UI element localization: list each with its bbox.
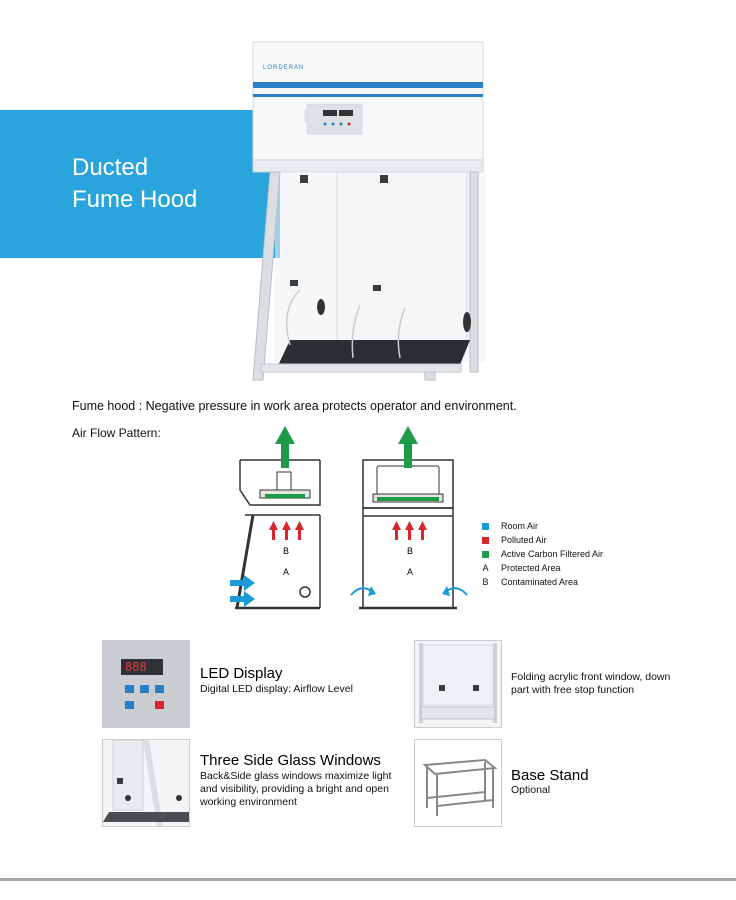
glass-windows-image xyxy=(102,739,190,827)
base-stand-title: Base Stand xyxy=(511,767,589,784)
hood-description: Fume hood : Negative pressure in work ar… xyxy=(72,399,517,413)
legend-item-room-air: Room Air xyxy=(482,521,538,531)
glass-desc-line-1: Back&Side glass windows maximize light xyxy=(200,770,392,782)
filtered-air-arrow xyxy=(398,426,418,468)
filtered-air-arrow xyxy=(275,426,295,468)
base-stand-desc: Optional xyxy=(511,784,551,796)
legend-key: B xyxy=(482,577,489,587)
title-line-1: Ducted xyxy=(72,154,149,181)
legend-label: Room Air xyxy=(501,521,539,531)
footer-divider xyxy=(0,878,736,881)
polluted-air-arrows xyxy=(269,521,304,540)
base-stand-image xyxy=(414,739,502,827)
room-air-arrows xyxy=(230,575,255,607)
folding-window-desc: Folding acrylic front window, down part … xyxy=(511,671,670,697)
page-title: Ducted Fume Hood xyxy=(72,152,197,216)
room-air-arrows xyxy=(350,586,468,596)
airflow-diagram-side: B A xyxy=(230,426,321,610)
zone-label-b: B xyxy=(283,546,289,556)
room-air-swatch xyxy=(482,522,489,530)
glass-windows-desc: Back&Side glass windows maximize light a… xyxy=(200,770,391,809)
led-panel-image: 888 xyxy=(102,640,190,728)
led-display-desc: Digital LED display: Airflow Level xyxy=(200,683,353,695)
legend-item-polluted-air: Polluted Air xyxy=(482,535,547,545)
legend-item-filtered-air: Active Carbon Filtered Air xyxy=(482,549,603,559)
polluted-air-arrows xyxy=(392,521,427,540)
folding-desc-line-2: part with free stop function xyxy=(511,684,635,696)
legend-item-protected-area: A Protected Area xyxy=(482,563,561,573)
title-banner xyxy=(0,110,280,258)
fume-hood-image: LORDERAN xyxy=(252,41,485,381)
legend-label: Protected Area xyxy=(501,563,561,573)
legend-key: A xyxy=(482,563,489,573)
title-line-2: Fume Hood xyxy=(72,186,198,213)
legend-label: Active Carbon Filtered Air xyxy=(501,549,604,559)
zone-label-b: B xyxy=(407,546,413,556)
zone-label-a: A xyxy=(283,567,289,577)
filtered-air-swatch xyxy=(482,550,489,558)
legend-label: Polluted Air xyxy=(501,535,547,545)
brand-logo: LORDERAN xyxy=(263,65,304,71)
polluted-air-swatch xyxy=(482,536,489,544)
glass-desc-line-3: working environment xyxy=(200,796,297,808)
folding-desc-line-1: Folding acrylic front window, down xyxy=(511,671,671,683)
glass-desc-line-2: and visibility, providing a bright and o… xyxy=(200,783,389,795)
led-display-title: LED Display xyxy=(200,665,283,682)
zone-label-a: A xyxy=(407,567,413,577)
airflow-pattern-label: Air Flow Pattern: xyxy=(72,426,161,440)
glass-windows-title: Three Side Glass Windows xyxy=(200,752,381,769)
folding-window-image xyxy=(414,640,502,728)
legend-item-contaminated-area: B Contaminated Area xyxy=(482,577,578,587)
led-digits: 888 xyxy=(125,660,147,674)
legend-label: Contaminated Area xyxy=(501,577,579,587)
airflow-diagram-front: B A xyxy=(350,426,468,610)
